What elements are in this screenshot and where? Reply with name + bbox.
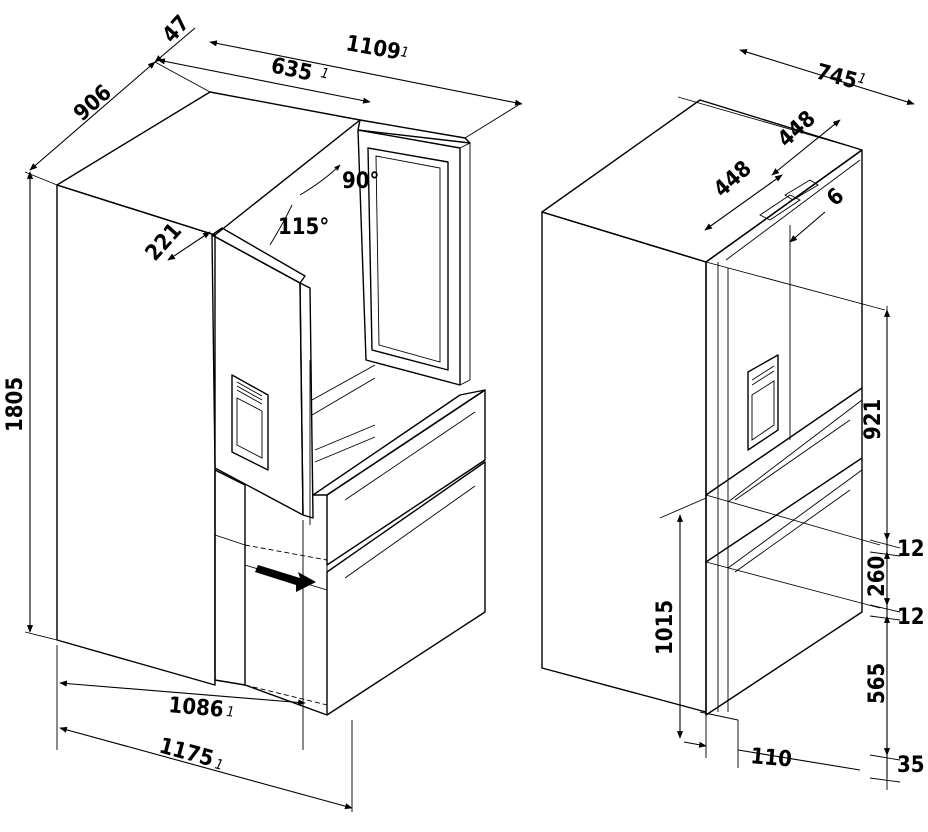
mark-745: 1 [856,70,868,88]
right-door-inner-frame [367,147,449,371]
dim-12-upper: 12 [886,537,925,562]
dim-1109: 1109 1 [209,31,523,139]
water-dispenser-right [747,354,779,451]
right-view-closed-fridge: 745 1 448 448 6 921 12 260 [541,49,925,790]
angle-marks: 90° 115° [269,164,379,246]
dim-221: 221 [141,219,211,266]
dim-1015: 1015 [653,497,707,739]
dim-921: 921 [861,309,891,541]
label-1086: 1086 [167,693,224,723]
label-115deg: 115° [278,215,329,240]
label-448-right: 448 [773,106,820,152]
label-745: 745 [813,60,859,95]
mark-1175: 1 [213,756,225,774]
left-door-top [211,227,306,284]
dim-635: 635 1 [157,53,371,104]
drawer-line-1 [705,387,863,496]
label-90deg: 90° [342,169,379,194]
dim-110: 110 [683,711,861,773]
right-door-top-strip [357,119,471,144]
dim-1805: 1805 [3,171,58,641]
dim-448-left: 448 [704,156,783,231]
lower-drawer-front [326,461,486,716]
label-1175: 1175 [156,734,216,772]
label-6: 6 [822,184,849,212]
dim-1086: 1086 1 [56,520,306,750]
upper-drawer-front [326,389,486,566]
cabinet-left-side [56,184,216,686]
dim-260: 260 [865,551,891,606]
water-dispenser-left [231,374,269,471]
label-110: 110 [749,744,792,773]
label-12-lower: 12 [897,605,925,630]
label-221: 221 [141,219,187,266]
label-35: 35 [897,753,925,778]
label-906: 906 [69,80,116,126]
mark-1109: 1 [399,44,410,61]
label-1109: 1109 [344,31,403,65]
dim-1175: 1175 1 [59,720,353,812]
front-right-view [705,149,863,716]
cabinet-top [56,91,361,236]
label-565: 565 [865,663,890,704]
label-1805: 1805 [3,377,28,432]
label-921: 921 [861,399,886,440]
mark-635: 1 [319,65,330,82]
left-door-edge [299,282,314,519]
label-260: 260 [865,556,890,597]
dim-565: 565 [865,615,891,756]
dim-6: 6 [789,184,849,243]
label-47: 47 [158,11,195,48]
label-12-upper: 12 [897,537,925,562]
mark-1086: 1 [226,704,235,721]
dim-12-lower: 12 [886,605,925,630]
dim-47: 47 [154,11,196,63]
drawer-pull-arrow [255,565,316,592]
left-view-open-fridge: 1805 906 47 635 1 1109 1 221 90° [3,11,523,812]
label-448-left: 448 [709,156,756,202]
dim-906: 906 [29,61,211,171]
lower-left-drawer [214,469,246,686]
cabinet-side-right-view [541,211,707,713]
dim-35: 35 [886,753,925,778]
drawer-top [312,389,486,496]
label-1015: 1015 [653,600,678,655]
drawer-line-2 [705,457,863,563]
